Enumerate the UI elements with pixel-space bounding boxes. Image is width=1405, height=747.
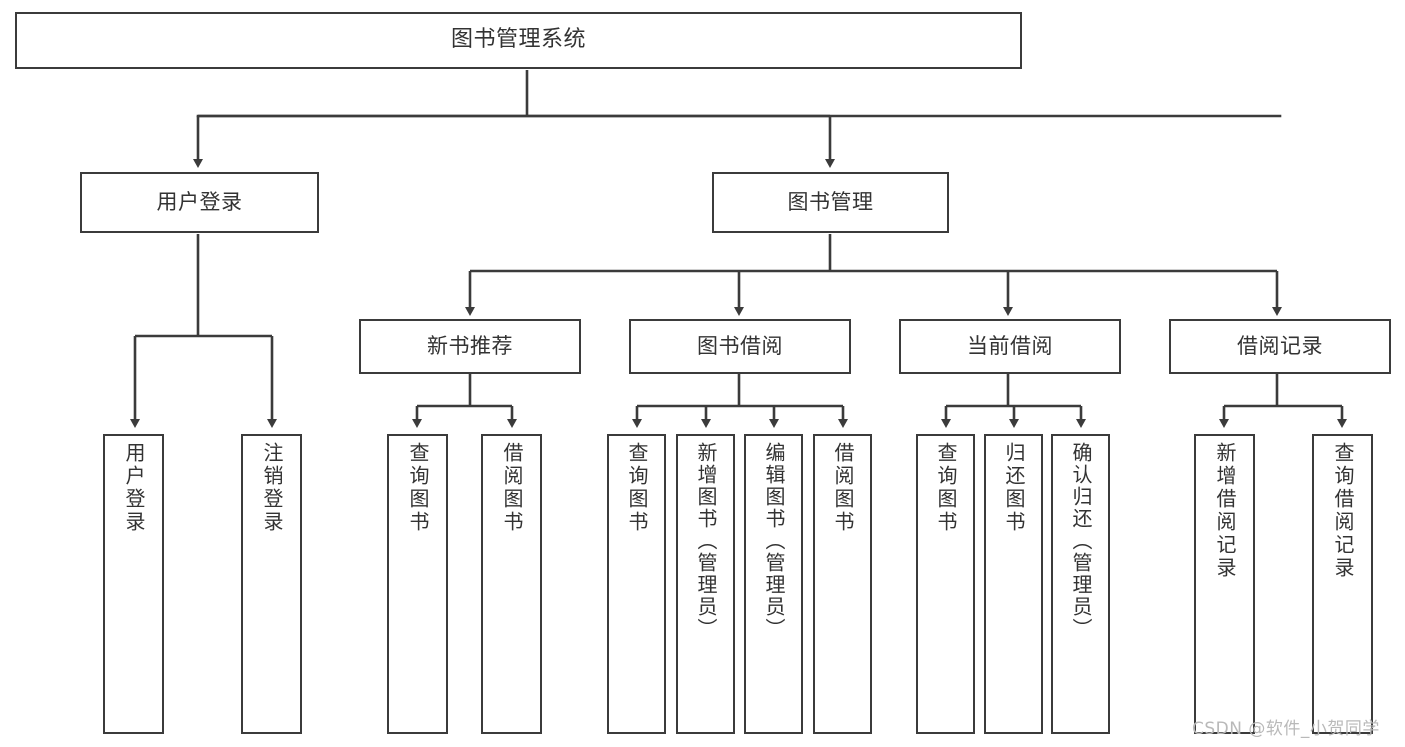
node-label: 借阅记录 bbox=[1237, 333, 1323, 358]
node-label: 查询图书 bbox=[406, 442, 430, 534]
node-label: 查询借阅记录 bbox=[1331, 442, 1355, 580]
node-book-management[interactable]: 图书管理 bbox=[712, 172, 949, 233]
node-leaf-query-book-current[interactable]: 查询图书 bbox=[916, 434, 975, 734]
node-leaf-add-borrow-record[interactable]: 新增借阅记录 bbox=[1194, 434, 1255, 734]
node-label: 注销登录 bbox=[260, 442, 284, 534]
node-borrow-record[interactable]: 借阅记录 bbox=[1169, 319, 1391, 374]
node-leaf-confirm-return-admin[interactable]: 确认归还（管理员） bbox=[1051, 434, 1110, 734]
node-leaf-logout-login[interactable]: 注销登录 bbox=[241, 434, 302, 734]
node-book-borrow[interactable]: 图书借阅 bbox=[629, 319, 851, 374]
node-leaf-borrow-book-recommend[interactable]: 借阅图书 bbox=[481, 434, 542, 734]
node-label: 用户登录 bbox=[156, 189, 243, 214]
node-new-book-recommend[interactable]: 新书推荐 bbox=[359, 319, 581, 374]
watermark: CSDN @软件_小贺同学 bbox=[1192, 719, 1380, 739]
node-label: 借阅图书 bbox=[831, 442, 855, 534]
node-leaf-edit-book-admin[interactable]: 编辑图书（管理员） bbox=[744, 434, 803, 734]
node-label: 归还图书 bbox=[1002, 442, 1026, 534]
node-label: 图书管理 bbox=[787, 189, 874, 214]
node-label: 用户登录 bbox=[122, 442, 146, 534]
node-user-login[interactable]: 用户登录 bbox=[80, 172, 319, 233]
node-label: 确认归还（管理员） bbox=[1069, 442, 1093, 640]
node-label: 编辑图书（管理员） bbox=[762, 442, 786, 640]
node-leaf-return-book[interactable]: 归还图书 bbox=[984, 434, 1043, 734]
node-label: 查询图书 bbox=[625, 442, 649, 534]
node-leaf-query-book-borrow[interactable]: 查询图书 bbox=[607, 434, 666, 734]
node-label: 新增图书（管理员） bbox=[694, 442, 718, 640]
node-leaf-query-borrow-record[interactable]: 查询借阅记录 bbox=[1312, 434, 1373, 734]
node-label: 图书借阅 bbox=[697, 333, 783, 358]
node-leaf-user-login[interactable]: 用户登录 bbox=[103, 434, 164, 734]
node-leaf-borrow-book-borrow[interactable]: 借阅图书 bbox=[813, 434, 872, 734]
node-label: 图书管理系统 bbox=[450, 27, 586, 53]
node-label: 当前借阅 bbox=[967, 333, 1053, 358]
node-current-borrow[interactable]: 当前借阅 bbox=[899, 319, 1121, 374]
node-label: 新增借阅记录 bbox=[1213, 442, 1237, 580]
node-root-book-management-system[interactable]: 图书管理系统 bbox=[15, 12, 1022, 69]
node-leaf-add-book-admin[interactable]: 新增图书（管理员） bbox=[676, 434, 735, 734]
node-label: 新书推荐 bbox=[427, 333, 513, 358]
node-label: 借阅图书 bbox=[500, 442, 524, 534]
node-label: 查询图书 bbox=[934, 442, 958, 534]
node-leaf-query-book-recommend[interactable]: 查询图书 bbox=[387, 434, 448, 734]
